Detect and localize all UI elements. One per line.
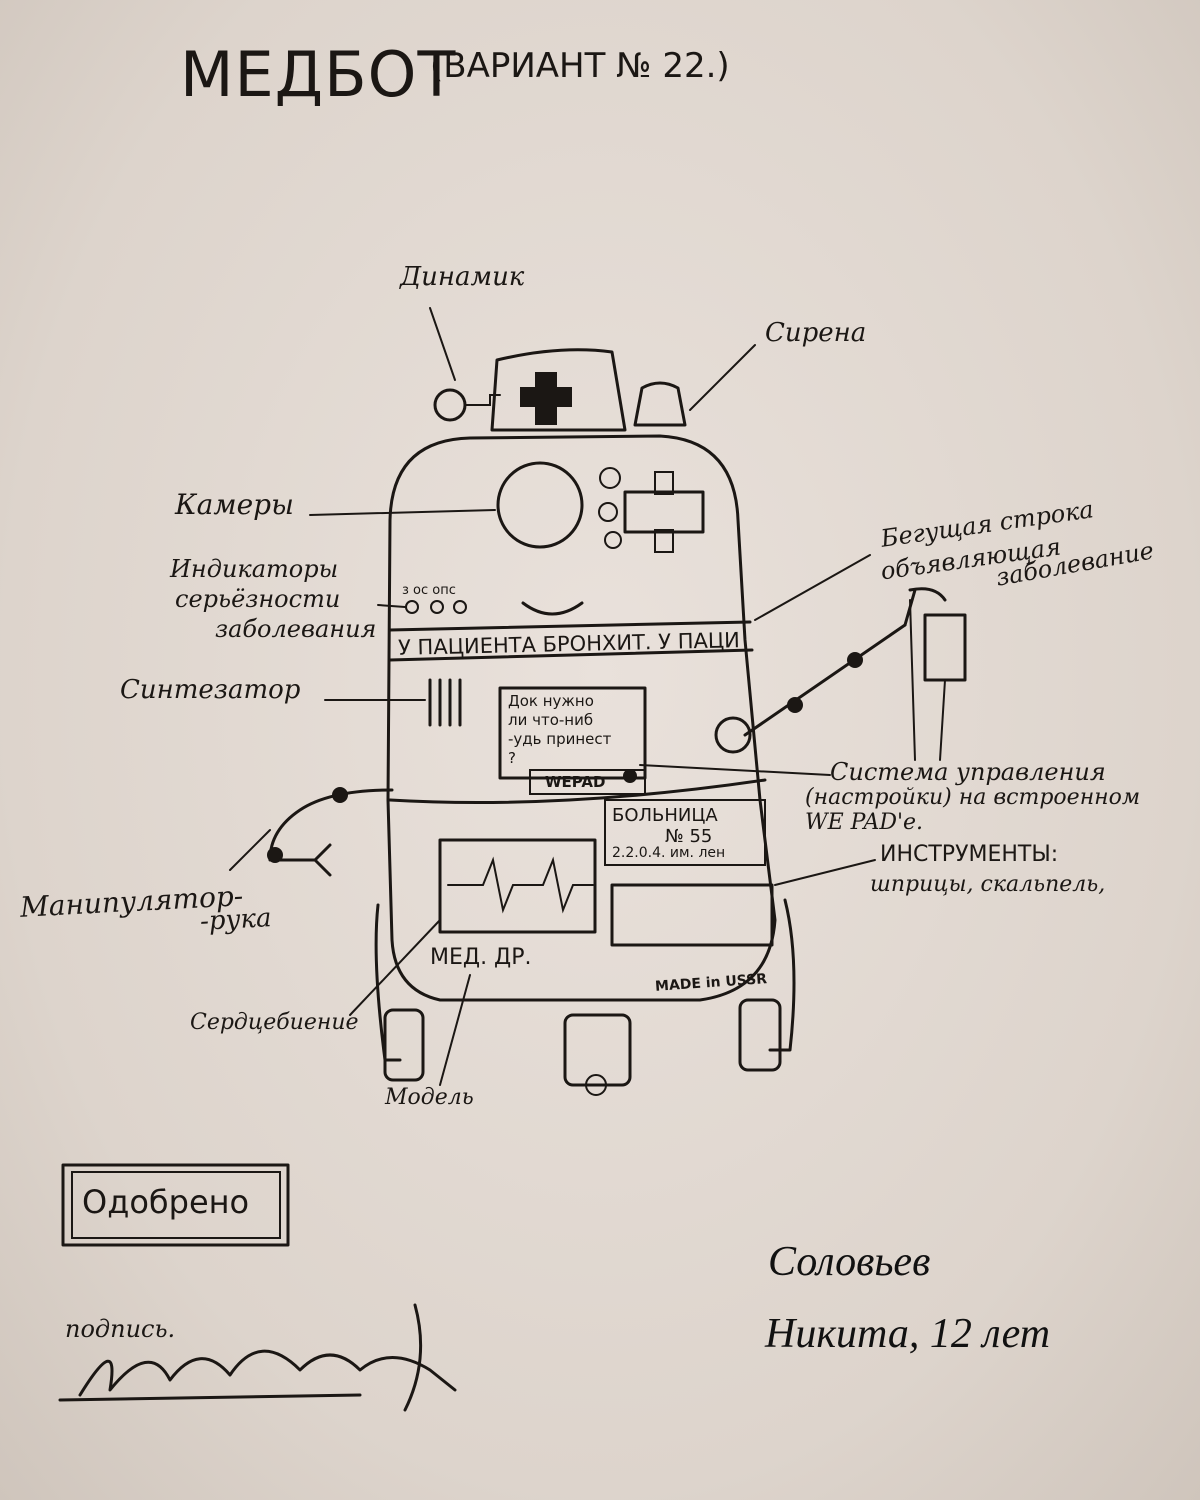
indicator-3 bbox=[453, 600, 467, 614]
leader-arm bbox=[229, 829, 271, 871]
camera-main bbox=[496, 461, 584, 549]
wepad-bar bbox=[529, 769, 646, 795]
speaker bbox=[433, 388, 467, 422]
label-indicators-2: серьёзности bbox=[175, 585, 341, 613]
siren-light bbox=[633, 381, 687, 427]
title-main: МЕДБОТ bbox=[180, 38, 457, 111]
tools-compartment bbox=[610, 883, 774, 947]
title-variant: (ВАРИАНТ № 22.) bbox=[430, 46, 730, 86]
label-cameras: Камеры bbox=[175, 488, 294, 521]
hospital-line-1: БОЛЬНИЦА bbox=[612, 805, 718, 826]
label-synth: Синтезатор bbox=[120, 675, 301, 705]
wepad-screen bbox=[498, 686, 647, 780]
cross-badge-arms bbox=[654, 471, 674, 553]
heart-monitor bbox=[438, 838, 597, 934]
label-control-3: WE PAD'е. bbox=[805, 810, 924, 835]
leader-ticker bbox=[754, 554, 871, 621]
cap bbox=[490, 348, 627, 432]
author-surname: Соловьев bbox=[768, 1239, 931, 1285]
label-model: Модель bbox=[385, 1085, 474, 1110]
screen-line-1: Док нужно bbox=[508, 692, 594, 710]
wheel-hub bbox=[585, 1074, 607, 1096]
leader-model bbox=[439, 974, 471, 1086]
stamp-approved: Одобрено bbox=[82, 1183, 250, 1221]
arm-claw bbox=[278, 843, 332, 877]
hospital-plate bbox=[604, 799, 766, 866]
leader-heart bbox=[349, 919, 441, 1016]
leader-indicators bbox=[377, 604, 406, 608]
label-indicators-3: заболевания bbox=[215, 615, 377, 643]
indicator-2 bbox=[430, 600, 444, 614]
indicator-1 bbox=[405, 600, 419, 614]
wheel-right bbox=[738, 998, 782, 1072]
leader-cameras bbox=[309, 509, 496, 516]
label-control-1: Система управления bbox=[830, 758, 1106, 786]
wheel-center bbox=[563, 1013, 632, 1087]
cap-cross bbox=[520, 372, 572, 425]
synth-grille bbox=[428, 678, 462, 727]
right-frame-leg bbox=[768, 898, 796, 1052]
leader-tools bbox=[774, 859, 876, 886]
label-indicators-1: Индикаторы bbox=[170, 555, 339, 583]
model-name: МЕД. ДР. bbox=[430, 945, 532, 970]
ticker-band bbox=[388, 620, 754, 662]
camera-small-2 bbox=[598, 502, 618, 522]
screen-brand: WEPAD bbox=[545, 773, 606, 791]
iv-bag bbox=[923, 613, 967, 682]
side-dial bbox=[714, 716, 752, 754]
screen-line-3: -удь принест bbox=[508, 730, 612, 748]
label-siren: Сирена bbox=[765, 318, 867, 348]
signature-scribble bbox=[58, 1303, 457, 1412]
indicator-caption: з ос опс bbox=[402, 583, 456, 598]
wheel-left bbox=[383, 1008, 425, 1082]
screen-line-2: ли что-ниб bbox=[508, 711, 594, 729]
label-speaker: Динамик bbox=[400, 262, 525, 292]
hospital-line-2: № 55 bbox=[665, 826, 713, 847]
screen-line-4: ? bbox=[508, 749, 516, 767]
arm-left bbox=[268, 788, 394, 862]
heartbeat-line bbox=[447, 856, 594, 914]
camera-small-3 bbox=[604, 531, 622, 549]
stamp-outer bbox=[61, 1163, 290, 1247]
cross-badge bbox=[623, 490, 705, 534]
author-name-age: Никита, 12 лет bbox=[765, 1311, 1051, 1357]
leader-speaker bbox=[429, 307, 456, 381]
arm-right bbox=[743, 623, 907, 737]
label-control-2: (настройки) на встроенном bbox=[805, 785, 1141, 810]
hospital-line-3: 2.2.0.4. им. лен bbox=[612, 845, 726, 861]
leader-siren bbox=[689, 344, 756, 411]
signature-label: подпись. bbox=[65, 1315, 176, 1343]
speaker-mount bbox=[464, 394, 501, 406]
label-tools-1: ИНСТРУМЕНТЫ: bbox=[880, 842, 1059, 867]
label-arm-2: -рука bbox=[199, 903, 273, 937]
robot-body bbox=[386, 434, 777, 1002]
label-tools-2: шприцы, скальпель, bbox=[870, 872, 1106, 897]
iv-tube bbox=[909, 599, 946, 761]
label-heart: Сердцебиение bbox=[190, 1010, 359, 1035]
wepad-button bbox=[623, 769, 637, 783]
smile bbox=[521, 601, 584, 616]
leader-control bbox=[639, 764, 831, 776]
body-seam bbox=[388, 778, 767, 804]
stamp-inner bbox=[71, 1171, 281, 1239]
camera-small-1 bbox=[599, 467, 621, 489]
